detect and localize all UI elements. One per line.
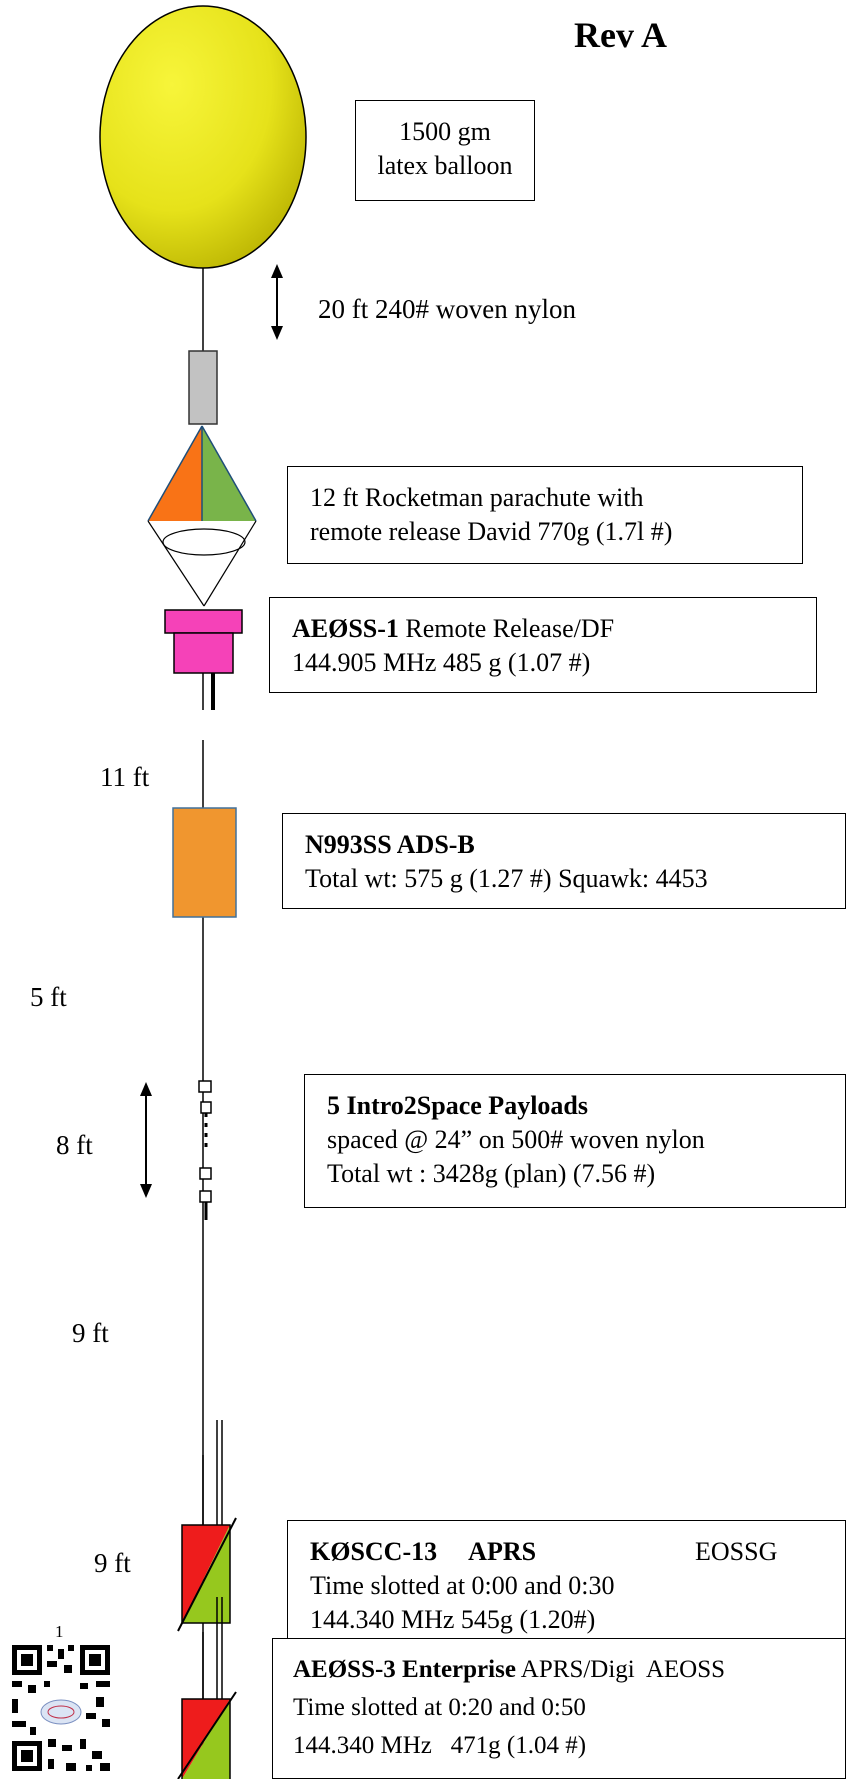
- adsb-line2: Total wt: 575 g (1.27 #) Squawk: 4453: [305, 864, 708, 893]
- balloon-label-line1: 1500 gm: [399, 117, 491, 146]
- aprs1-line2: Time slotted at 0:00 and 0:30: [310, 1571, 615, 1600]
- release-desc: Remote Release/DF: [398, 614, 615, 643]
- intro2space-line2: spaced @ 24” on 500# woven nylon: [327, 1125, 705, 1154]
- aprs2-label-box: AEØSS-3 Enterprise APRS/Digi AEOSS Time …: [272, 1638, 846, 1779]
- aprs-tracker-2: [177, 1597, 237, 1779]
- spacing-9ft-2: 9 ft: [94, 1548, 131, 1578]
- aprs1-label-box: KØSCC-13 APRS EOSSG Time slotted at 0:00 …: [287, 1520, 846, 1654]
- page-number: 1: [55, 1622, 64, 1641]
- aprs2-name: AEØSS-3 Enterprise: [293, 1656, 516, 1683]
- adsb-name: N993SS ADS-B: [305, 830, 475, 859]
- aprs2-desc: APRS/Digi AEOSS: [515, 1656, 726, 1683]
- adsb-label-box: N993SS ADS-B Total wt: 575 g (1.27 #) Sq…: [282, 813, 846, 909]
- adsb-payload: [172, 807, 237, 918]
- parachute-line2: remote release David 770g (1.7l #): [310, 517, 673, 546]
- intro2space-name: 5 Intro2Space Payloads: [327, 1091, 588, 1120]
- balloon-label-box: 1500 gm latex balloon: [355, 100, 535, 201]
- gray-cylinder: [188, 350, 218, 425]
- release-label-box: AEØSS-1 Remote Release/DF 144.905 MHz 48…: [269, 597, 817, 693]
- release-line2: 144.905 MHz 485 g (1.07 #): [292, 648, 591, 677]
- spacing-5ft: 5 ft: [30, 982, 67, 1012]
- spacing-8ft: 8 ft: [56, 1130, 93, 1160]
- spacing-9ft-1: 9 ft: [72, 1318, 109, 1348]
- balloon: [99, 5, 307, 269]
- parachute-label-box: 12 ft Rocketman parachute with remote re…: [287, 466, 803, 564]
- length-arrow-8ft: [140, 1082, 152, 1198]
- spacing-11ft: 11 ft: [100, 762, 150, 792]
- aprs2-line3: 144.340 MHz 471g (1.04 #): [293, 1732, 587, 1759]
- intro2space-line3: Total wt : 3428g (plan) (7.56 #): [327, 1159, 656, 1188]
- aprs-tracker-1: [177, 1420, 237, 1632]
- balloon-label-line2: latex balloon: [377, 151, 513, 180]
- parachute: [147, 425, 257, 607]
- aprs2-line2: Time slotted at 0:20 and 0:50: [293, 1694, 586, 1721]
- qr-code: [10, 1643, 112, 1773]
- intro2space-label-box: 5 Intro2Space Payloads spaced @ 24” on 5…: [304, 1074, 846, 1208]
- intro2space-payloads: [198, 1080, 212, 1220]
- parachute-line1: 12 ft Rocketman parachute with: [310, 483, 644, 512]
- aprs1-line3: 144.340 MHz 545g (1.20#): [310, 1605, 596, 1634]
- length-arrow-20ft: [271, 264, 283, 340]
- revision-label: Rev A: [574, 15, 667, 55]
- remote-release-unit: [164, 609, 243, 710]
- aprs1-name: KØSCC-13 APRS: [310, 1537, 537, 1566]
- aprs1-tag: EOSSG: [695, 1537, 778, 1566]
- tether-label: 20 ft 240# woven nylon: [318, 294, 576, 324]
- release-name: AEØSS-1: [292, 614, 399, 643]
